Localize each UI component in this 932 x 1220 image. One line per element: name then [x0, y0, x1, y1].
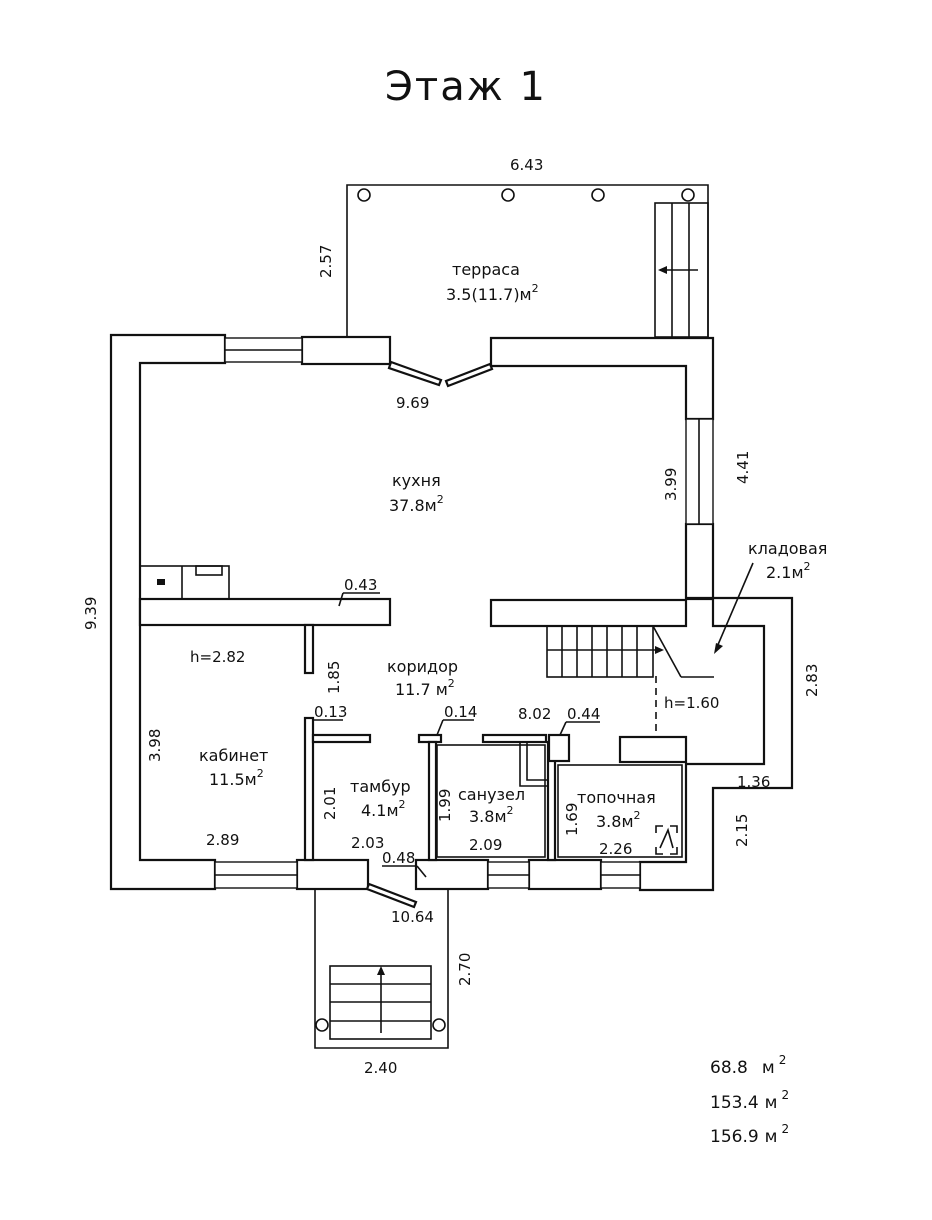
room-storage-area: 2.1м2 — [766, 560, 811, 582]
room-corridor-name: коридор — [387, 657, 458, 676]
room-boiler-area: 3.8м2 — [596, 809, 641, 831]
dim-label: 2.70 — [456, 953, 474, 986]
dim-label: 6.43 — [510, 156, 543, 174]
dim-label: 2.03 — [351, 834, 384, 852]
entry-porch — [314, 889, 449, 1049]
room-kitchen-name: кухня — [392, 471, 441, 490]
room-vestibule-name: тамбур — [350, 777, 411, 796]
dim-label: 0.43 — [344, 576, 377, 594]
interior-walls — [138, 597, 688, 862]
dim-label: 2.57 — [317, 245, 335, 278]
dim-label: 3.99 — [662, 468, 680, 501]
dim-label: 2.15 — [733, 814, 751, 847]
height-stair: h=1.60 — [664, 694, 719, 712]
door-leaf — [387, 360, 443, 387]
room-storage-name: кладовая — [748, 539, 827, 558]
boiler-icon — [655, 825, 678, 855]
room-corridor-area: 11.7 м2 — [395, 677, 455, 699]
kitchen-counter — [139, 565, 230, 600]
dim-label: 2.40 — [364, 1059, 397, 1077]
dim-label: 0.44 — [567, 705, 600, 723]
room-study-name: кабинет — [199, 746, 268, 765]
windows — [214, 337, 714, 889]
column — [501, 188, 515, 202]
dim-label: 2.83 — [803, 664, 821, 697]
terrace-stairs — [654, 202, 709, 338]
dim-label: 3.98 — [146, 729, 164, 762]
door-leaf — [365, 882, 418, 909]
room-study-area: 11.5м2 — [209, 767, 264, 789]
dim-label: 2.89 — [206, 831, 239, 849]
room-terrace-area: 3.5(11.7)м2 — [446, 282, 539, 304]
dim-label: 2.01 — [321, 787, 339, 820]
dim-label: 0.14 — [444, 703, 477, 721]
dim-label: 9.39 — [82, 597, 100, 630]
plan-title: Этаж 1 — [385, 64, 547, 110]
column — [357, 188, 371, 202]
column — [591, 188, 605, 202]
dim-label: 1.85 — [325, 661, 343, 694]
dim-label: 0.48 — [382, 849, 415, 867]
door-leaf — [444, 362, 494, 388]
dim-label: 1.69 — [563, 803, 581, 836]
dim-label: 1.99 — [436, 789, 454, 822]
dim-label: 4.41 — [734, 451, 752, 484]
dimension-labels: 6.43 2.57 9.69 3.99 4.41 9.39 0.43 1.85 … — [82, 156, 821, 1077]
room-bathroom-area: 3.8м2 — [469, 804, 514, 826]
internal-stairs — [546, 625, 714, 678]
dim-label: 9.69 — [396, 394, 429, 412]
room-boiler-name: топочная — [577, 788, 656, 807]
dim-label: 10.64 — [391, 908, 434, 926]
dim-label: 0.13 — [314, 703, 347, 721]
height-main: h=2.82 — [190, 648, 245, 666]
terrace — [346, 184, 709, 338]
doors — [365, 360, 494, 909]
column — [681, 188, 695, 202]
room-labels: терраса 3.5(11.7)м2 кухня 37.8м2 кладова… — [190, 260, 827, 831]
room-vestibule-area: 4.1м2 — [361, 798, 406, 820]
dim-label: 2.09 — [469, 836, 502, 854]
room-bathroom-name: санузел — [458, 785, 525, 804]
room-kitchen-area: 37.8м2 — [389, 493, 444, 515]
dim-label: 1.36 — [737, 773, 770, 791]
dim-label: 8.02 — [518, 705, 551, 723]
storage-leader — [714, 562, 754, 654]
room-terrace-name: терраса — [452, 260, 520, 279]
dimension-leaders — [313, 592, 600, 878]
dim-label: 2.26 — [599, 840, 632, 858]
